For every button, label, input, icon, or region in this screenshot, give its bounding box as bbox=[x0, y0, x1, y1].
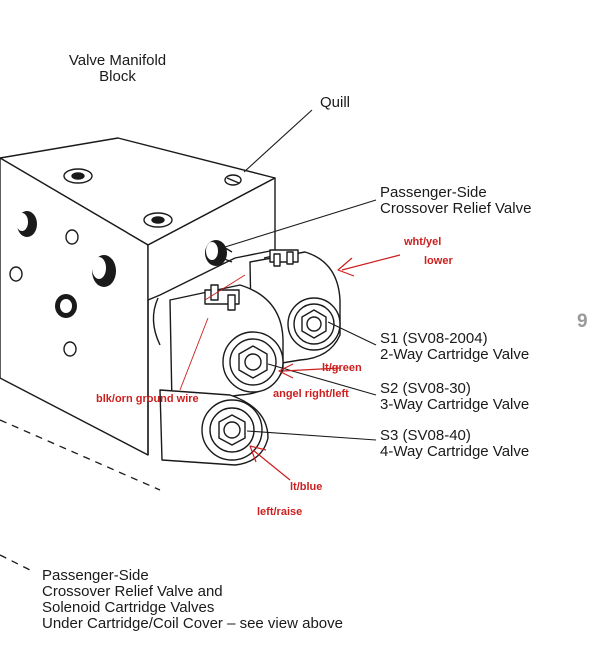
caption-line1: Passenger-Side bbox=[42, 567, 149, 584]
top-ports bbox=[63, 168, 242, 228]
manifold-label-line2: Block bbox=[99, 68, 136, 85]
annotation-left-raise: left/raise bbox=[257, 506, 303, 518]
caption-line3: Solenoid Cartridge Valves bbox=[42, 599, 215, 616]
s1-label-line2: 2-Way Cartridge Valve bbox=[380, 346, 530, 363]
s3-label-line2: 4-Way Cartridge Valve bbox=[380, 443, 530, 460]
s2-label-line1: S2 (SV08-30) bbox=[380, 380, 471, 397]
annotation-lower: lower bbox=[424, 255, 453, 267]
page-number: 9 bbox=[577, 311, 588, 332]
coil-s1 bbox=[249, 249, 341, 369]
s1-label-line1: S1 (SV08-2004) bbox=[380, 330, 488, 347]
coil-s2 bbox=[169, 284, 284, 406]
s2-label-line2: 3-Way Cartridge Valve bbox=[380, 396, 530, 413]
caption-line4: Under Cartridge/Coil Cover – see view ab… bbox=[42, 615, 343, 632]
manifold-label-line1: Valve Manifold bbox=[68, 52, 167, 69]
s3-label-line1: S3 (SV08-40) bbox=[380, 427, 471, 444]
cover-edge bbox=[152, 297, 161, 346]
relief-valve-label: Passenger-Side Crossover Relief Valve bbox=[380, 185, 531, 217]
leader-lines bbox=[224, 109, 377, 441]
annotation-lt-green: lt/green bbox=[322, 362, 362, 374]
quill-label: Quill bbox=[320, 94, 351, 111]
caption-line2: Crossover Relief Valve and bbox=[42, 583, 223, 600]
side-ports bbox=[9, 211, 116, 357]
s3-label: S3 (SV08-40) 4-Way Cartridge Valve bbox=[380, 428, 529, 460]
annotation-arrows bbox=[179, 254, 401, 481]
s1-label: S1 (SV08-2004) 2-Way Cartridge Valve bbox=[380, 331, 529, 363]
relief-label-line2: Crossover Relief Valve bbox=[380, 200, 532, 217]
annotation-lt-blue: lt/blue bbox=[290, 481, 323, 493]
coil-s3 bbox=[159, 389, 269, 466]
annotation-angel: angel right/left bbox=[273, 388, 349, 400]
manifold-label: Valve Manifold Block bbox=[60, 53, 175, 85]
caption: Passenger-Side Crossover Relief Valve an… bbox=[42, 568, 343, 632]
annotation-wht-yel: wht/yel bbox=[404, 236, 442, 248]
relief-label-line1: Passenger-Side bbox=[380, 184, 487, 201]
annotation-blk-orn: blk/orn ground wire bbox=[96, 393, 199, 405]
relief-valve-fitting bbox=[205, 240, 233, 266]
s2-label: S2 (SV08-30) 3-Way Cartridge Valve bbox=[380, 381, 529, 413]
cover-dashes bbox=[0, 419, 161, 571]
